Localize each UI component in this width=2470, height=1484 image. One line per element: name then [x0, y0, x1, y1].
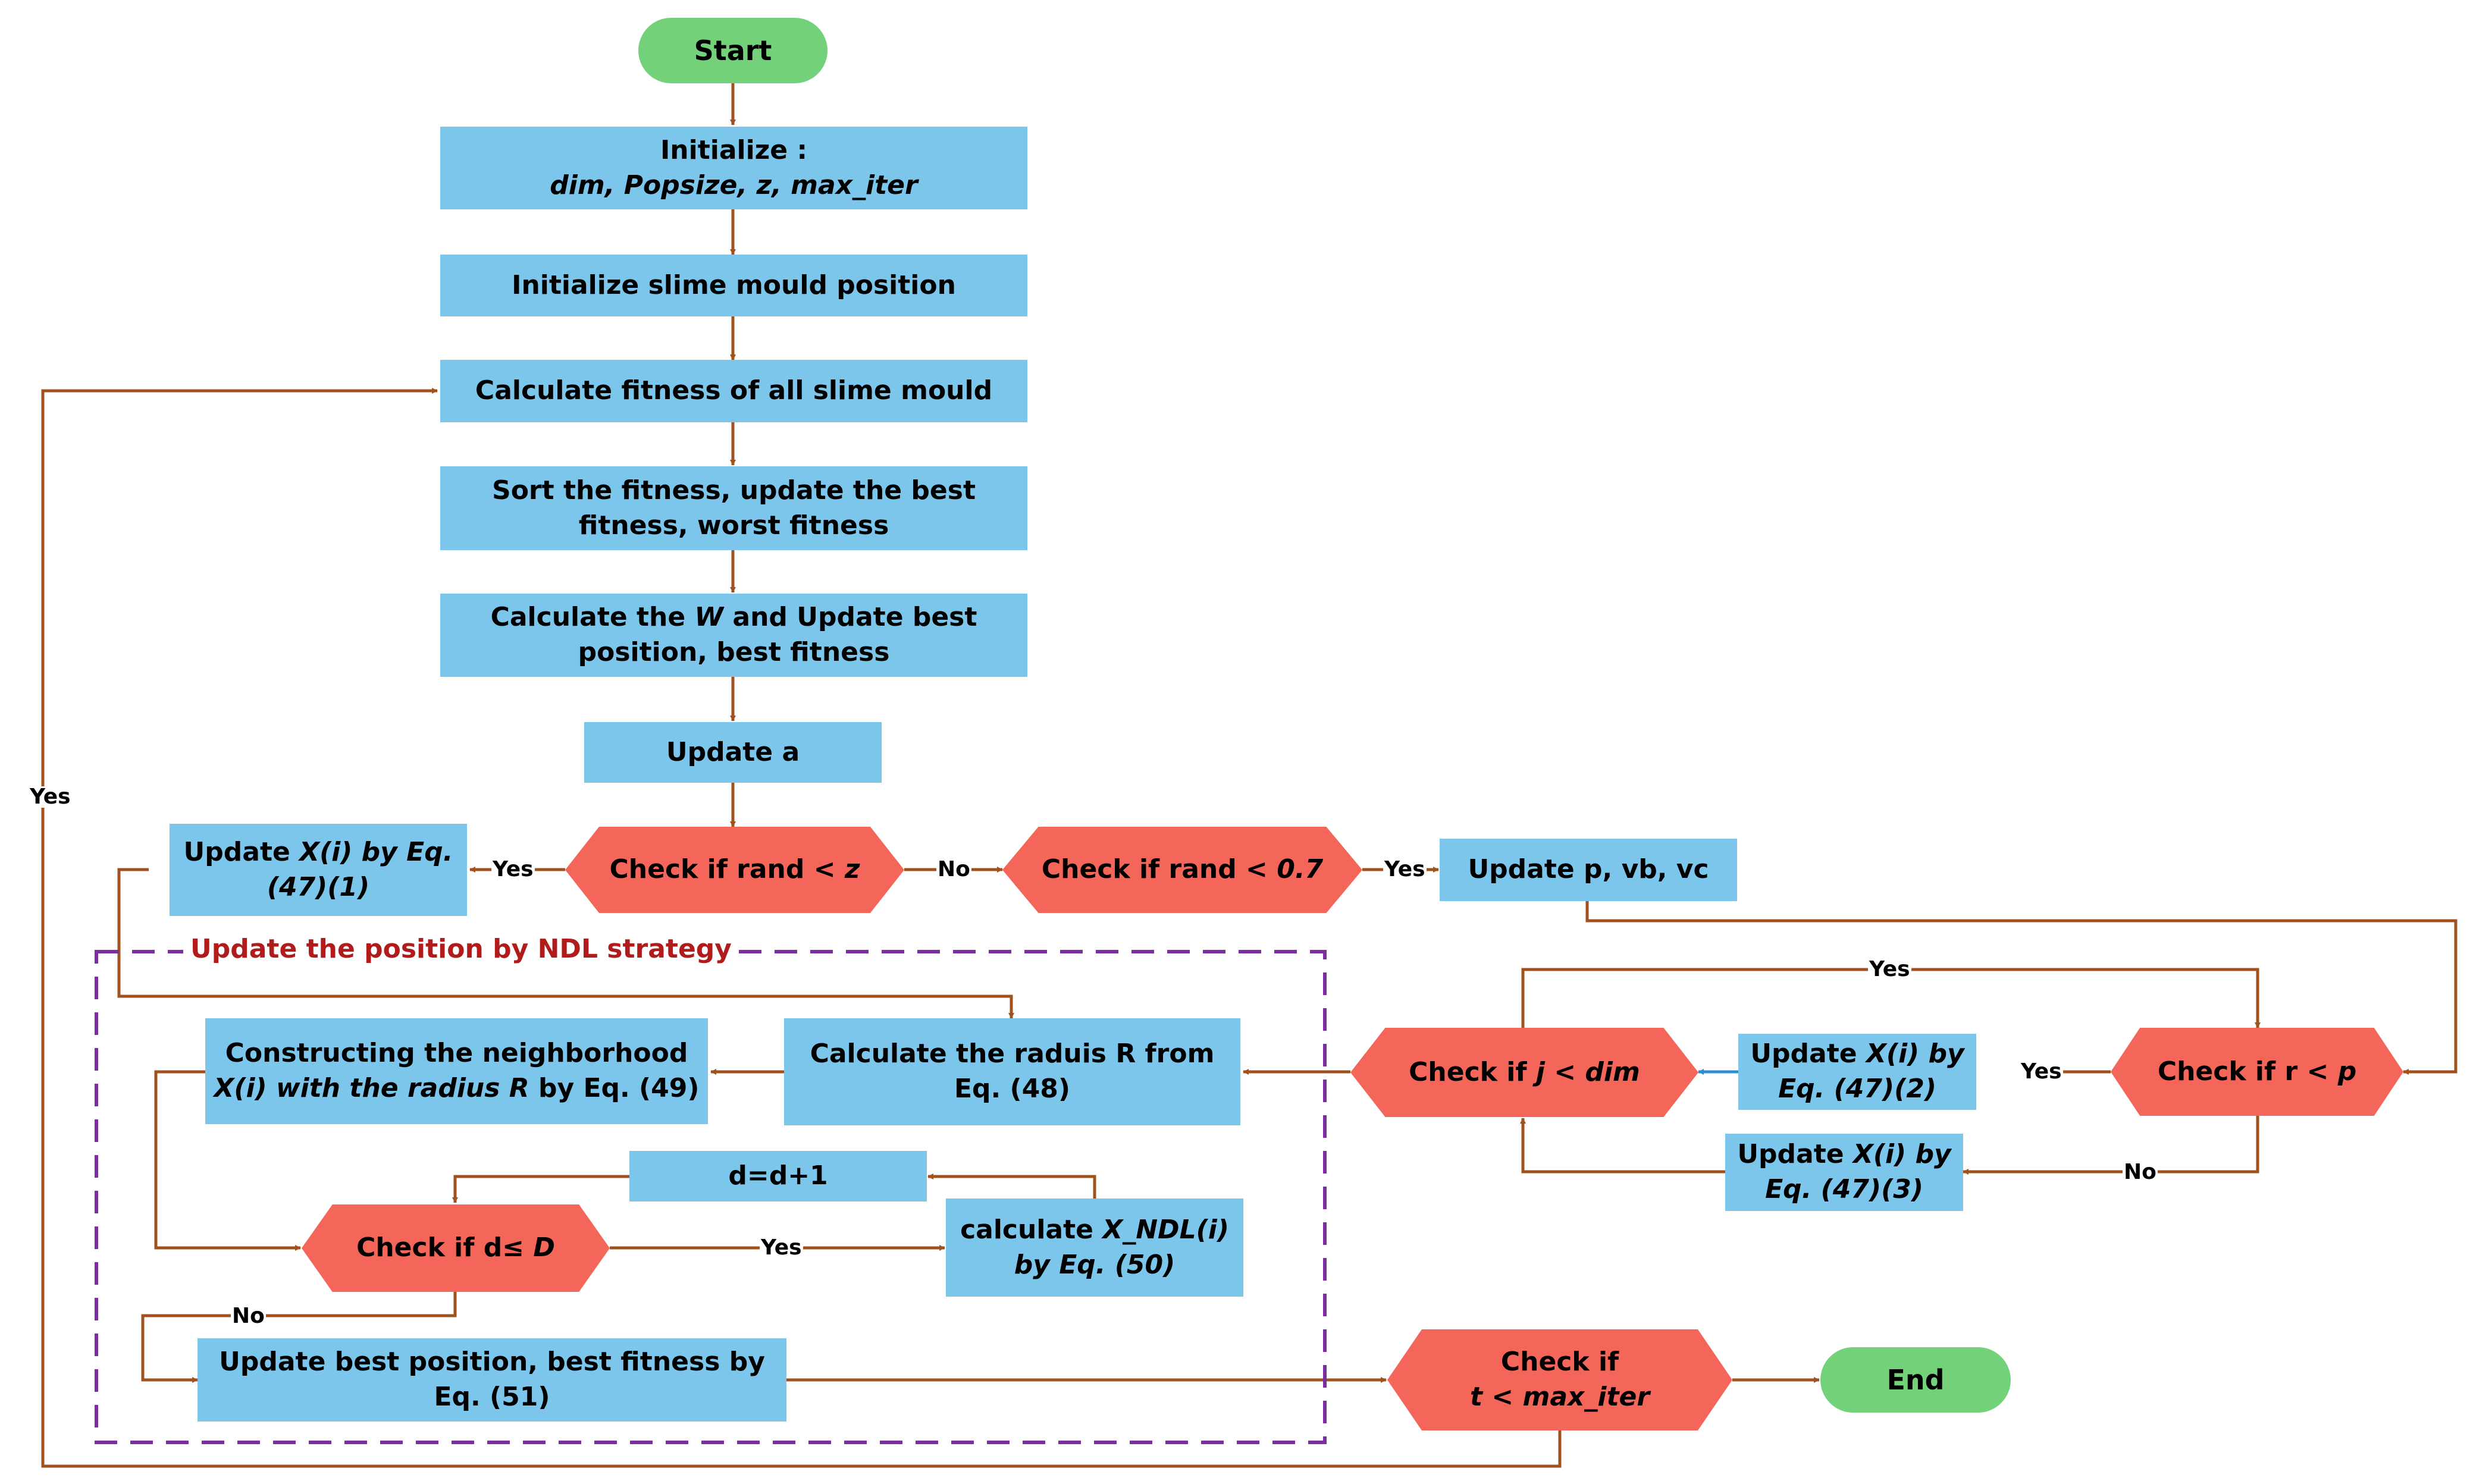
arrow-pvb-checkrp [1585, 901, 2458, 1075]
check-r-p-decision: Check if r < p [2111, 1028, 2403, 1116]
initialize-line2: dim, Popsize, z, max_iter [550, 170, 918, 200]
update-a-box: Update a [584, 722, 882, 783]
end-terminal: End [1820, 1347, 2011, 1413]
calc-w-line2: position, best fitness [578, 637, 890, 667]
update-pvb-text: Update p, vb, vc [1468, 854, 1709, 885]
label-yes-check07: Yes [1383, 857, 1427, 881]
label-no-checkrp: No [2123, 1160, 2158, 1184]
init-position-box: Initialize slime mould position [440, 255, 1027, 316]
label-yes-checkrp: Yes [2020, 1059, 2063, 1084]
update-x2-box: Update X(i) by Eq. (47)(2) [1738, 1034, 1976, 1110]
update-x3-line2: Eq. (47)(3) [1765, 1174, 1923, 1204]
sort-fitness-box: Sort the fitness, update the best fitnes… [440, 466, 1027, 550]
check-rand-07-text: Check if rand < 0.7 [1041, 854, 1324, 885]
update-x1-box: Update X(i) by Eq. (47)(1) [170, 824, 467, 916]
label-yes-checkd: Yes [760, 1235, 803, 1260]
update-x1-line2: (47)(1) [267, 871, 370, 902]
check-j-dim-decision: Check if j < dim [1350, 1028, 1698, 1117]
calc-fitness-box: Calculate fitness of all slime mould [440, 360, 1027, 422]
end-label: End [1886, 1364, 1945, 1396]
d-increment-text: d=d+1 [728, 1160, 828, 1191]
update-best-line2: Eq. (51) [434, 1382, 550, 1412]
check-d-text: Check if d≤ D [356, 1232, 555, 1263]
construct-line1: Constructing the neighborhood [225, 1038, 688, 1069]
label-yes-checkz: Yes [491, 857, 535, 881]
sort-line1: Sort the fitness, update the best [492, 475, 976, 506]
calc-w-line1: Calculate the W and Update best [490, 602, 977, 633]
label-no-checkz: No [936, 857, 971, 881]
construct-neighborhood-box: Constructing the neighborhood X(i) with … [205, 1018, 708, 1124]
calc-ndl-box: calculate X_NDL(i) by Eq. (50) [946, 1199, 1243, 1297]
update-x3-box: Update X(i) by Eq. (47)(3) [1725, 1134, 1963, 1211]
start-label: Start [694, 34, 772, 67]
check-r-p-text: Check if r < p [2157, 1056, 2357, 1087]
update-x3-line1: Update X(i) by [1737, 1139, 1951, 1170]
initialize-box: Initialize : dim, Popsize, z, max_iter [440, 127, 1027, 209]
label-yes-checkj-loop: Yes [1868, 957, 1911, 981]
update-pvb-box: Update p, vb, vc [1440, 839, 1737, 901]
sort-line2: fitness, worst fitness [578, 510, 889, 541]
check-d-decision: Check if d≤ D [302, 1204, 610, 1292]
calc-radius-box: Calculate the raduis R from Eq. (48) [784, 1018, 1240, 1125]
check-t-line1: Check if [1500, 1347, 1619, 1378]
calc-w-box: Calculate the W and Update best position… [440, 594, 1027, 677]
update-x1-line1: Update X(i) by Eq. [183, 836, 453, 867]
update-best-box: Update best position, best fitness by Eq… [198, 1338, 786, 1422]
check-j-dim-text: Check if j < dim [1409, 1056, 1640, 1087]
calc-ndl-line2: by Eq. (50) [1014, 1249, 1176, 1280]
check-t-decision: Check if t < max_iter [1387, 1329, 1732, 1430]
update-best-line1: Update best position, best fitness by [219, 1347, 765, 1378]
calc-radius-line1: Calculate the raduis R from [810, 1039, 1215, 1069]
arrow-construct-checkd [154, 1070, 301, 1251]
update-x2-line1: Update X(i) by [1750, 1039, 1964, 1069]
label-yes-checkt-loop: Yes [29, 785, 72, 809]
start-terminal: Start [638, 18, 827, 83]
calc-fitness-text: Calculate fitness of all slime mould [475, 375, 993, 406]
check-rand-07-decision: Check if rand < 0.7 [1002, 827, 1362, 913]
arrow-checkd-no [141, 1292, 457, 1383]
check-rand-z-text: Check if rand < z [609, 854, 860, 885]
initialize-line1: Initialize : [660, 134, 808, 165]
d-increment-box: d=d+1 [629, 1151, 927, 1201]
check-t-line2: t < max_iter [1469, 1382, 1650, 1412]
ndl-region-title: Update the position by NDL strategy [183, 934, 739, 964]
calc-ndl-line1: calculate X_NDL(i) [960, 1214, 1229, 1245]
arrow-ndl-dinc [927, 1174, 1096, 1199]
calc-radius-line2: Eq. (48) [954, 1074, 1071, 1104]
arrow-x3-checkj [1520, 1118, 1725, 1174]
arrow-dinc-checkd [452, 1175, 629, 1203]
label-no-checkd: No [231, 1304, 266, 1328]
check-rand-z-decision: Check if rand < z [565, 827, 904, 913]
construct-line2: X(i) with the radius R by Eq. (49) [214, 1073, 700, 1103]
update-x2-line2: Eq. (47)(2) [1778, 1074, 1936, 1104]
init-position-text: Initialize slime mould position [512, 269, 956, 300]
arrow-checkrp-no [1963, 1116, 2259, 1175]
arrow-x1-calcr [117, 868, 1014, 1019]
update-a-text: Update a [666, 736, 800, 767]
arrow-checkt-yes-loop [41, 388, 1562, 1468]
